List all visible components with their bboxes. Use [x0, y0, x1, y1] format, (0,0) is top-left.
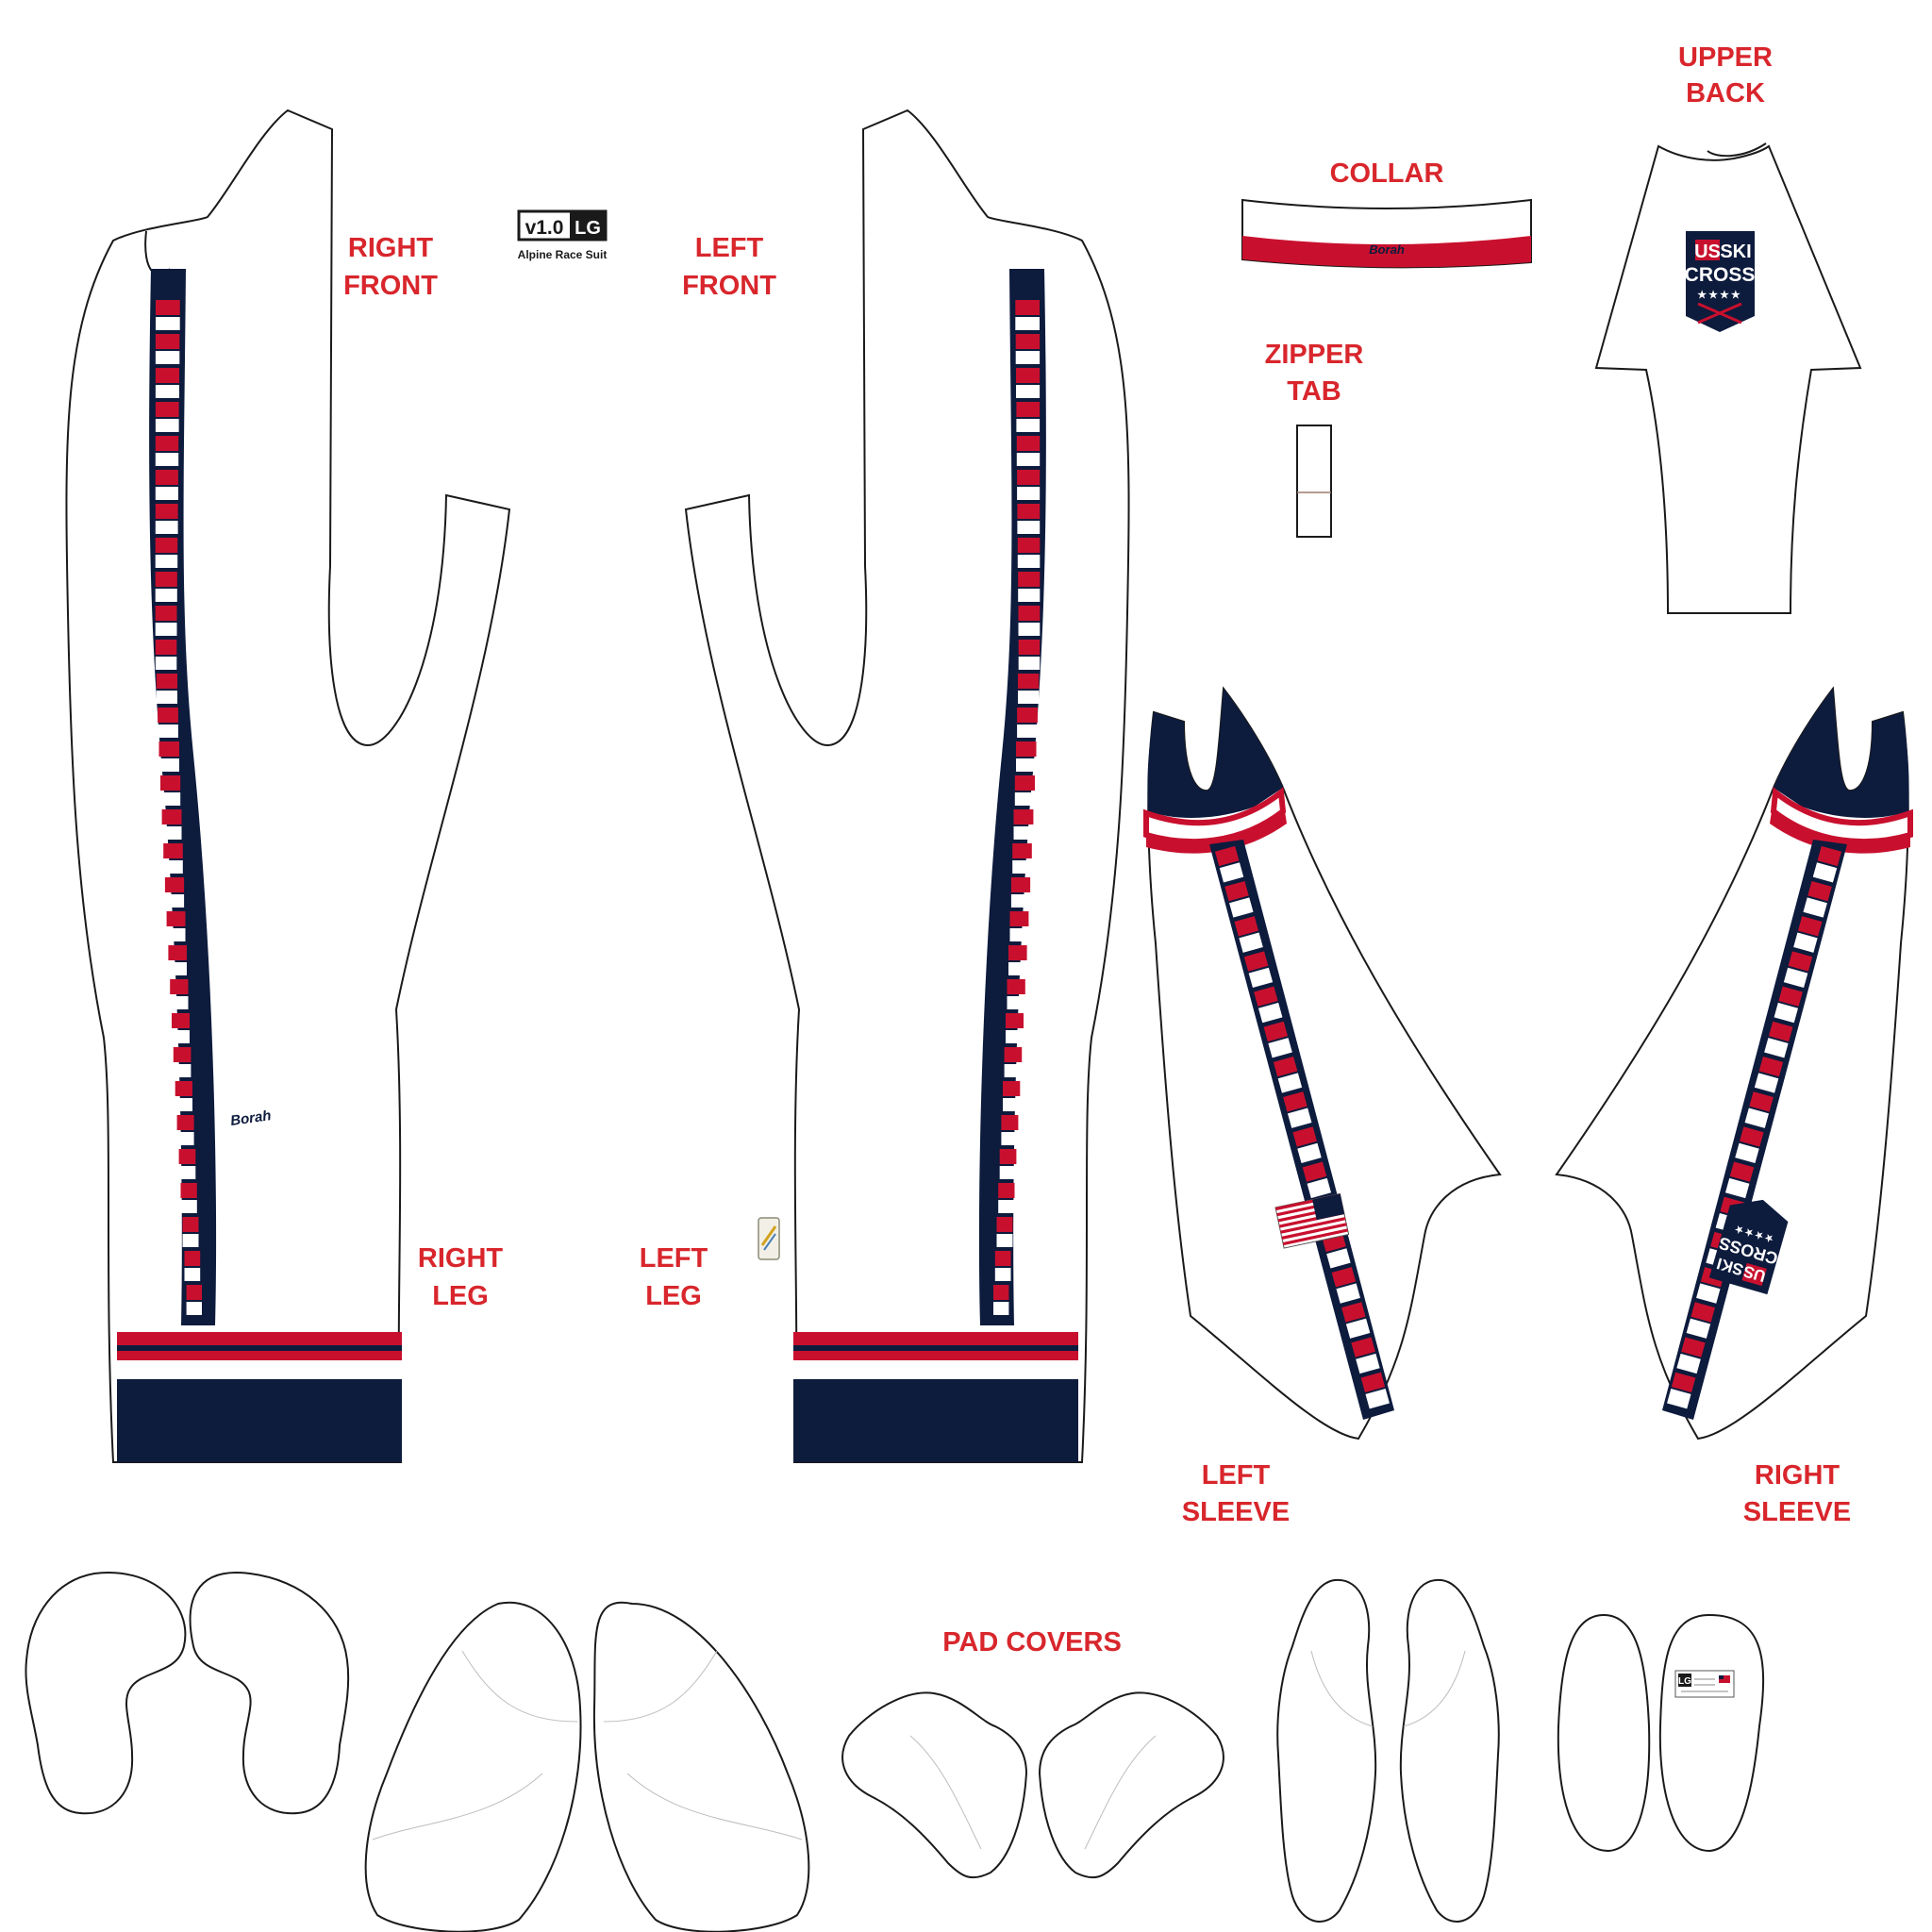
size-label-text: LG: [1678, 1676, 1691, 1687]
left-sleeve-label-1: LEFT: [1202, 1460, 1271, 1491]
right-leg-navy-cuff: [117, 1379, 402, 1462]
version-tag: v1.0 LG Alpine Race Suit: [517, 209, 608, 261]
right-leg-label-1: RIGHT: [418, 1243, 504, 1274]
svg-text:Borah: Borah: [229, 1108, 272, 1129]
logo-us: US: [1694, 242, 1721, 262]
pad-cover-kidney-right: [189, 1571, 350, 1815]
logo-stars: ★★★★: [1697, 290, 1741, 301]
left-leg-label-2: LEG: [645, 1281, 702, 1311]
zipper-tab-label-2: TAB: [1287, 376, 1341, 407]
pad-cover-triangle-right: [1038, 1691, 1224, 1879]
pad-cover-oval-left: [364, 1601, 582, 1932]
pad-covers-label: PAD COVERS: [942, 1627, 1122, 1657]
zipper-tab-label-1: ZIPPER: [1265, 340, 1364, 370]
left-front-label-2: FRONT: [682, 271, 776, 301]
left-front-checker: [993, 300, 1041, 1315]
zipper-tab-panel: [1296, 425, 1332, 538]
pad-cover-triangle-left: [841, 1691, 1028, 1879]
right-front-label-2: FRONT: [343, 271, 438, 301]
right-sleeve-label-2: SLEEVE: [1743, 1497, 1851, 1527]
pad-cover-long-left: [1276, 1578, 1377, 1923]
borah-logo-icon: Borah: [229, 1108, 272, 1129]
left-sleeve-label-2: SLEEVE: [1182, 1497, 1290, 1527]
size-label-tag: LG: [1674, 1670, 1735, 1698]
pad-cover-small-oval-right: LG: [1658, 1613, 1765, 1853]
upper-back-panel: US SKI CROSS ★★★★: [1594, 142, 1862, 614]
right-sleeve-panel: US SKI CROSS ★★★★: [1555, 686, 1913, 1441]
right-front-checker: [155, 300, 202, 1315]
right-leg-label-2: LEG: [432, 1281, 489, 1311]
pad-cover-small-oval-left: [1557, 1613, 1651, 1853]
left-front-panel: [684, 108, 1130, 1463]
right-sleeve-team-logo: US SKI CROSS ★★★★: [1708, 1199, 1789, 1295]
collar-borah-logo: Borah: [1369, 242, 1405, 257]
us-ski-cross-logo: US SKI CROSS ★★★★: [1685, 231, 1756, 332]
upper-back-label-2: BACK: [1686, 78, 1765, 108]
right-front-panel: Borah: [65, 108, 511, 1463]
left-front-label-1: LEFT: [695, 233, 764, 263]
logo-ski: SKI: [1720, 242, 1751, 262]
version-product: Alpine Race Suit: [518, 248, 608, 261]
right-leg-red-band: [117, 1332, 402, 1345]
pad-cover-oval-right: [592, 1601, 810, 1932]
us-flag-icon: [1274, 1192, 1350, 1249]
upper-back-label-1: UPPER: [1678, 42, 1773, 73]
version-number: v1.0: [525, 217, 564, 239]
collar-label: COLLAR: [1330, 158, 1444, 189]
left-sleeve-panel: [1143, 686, 1502, 1441]
right-front-label-1: RIGHT: [348, 233, 434, 263]
pad-cover-kidney-left: [25, 1571, 187, 1815]
fis-label-icon: [758, 1217, 780, 1260]
left-leg-label-1: LEFT: [640, 1243, 708, 1274]
version-size: LG: [575, 218, 601, 239]
logo-cross: CROSS: [1685, 264, 1756, 286]
collar-panel: Borah: [1241, 198, 1532, 269]
pad-cover-long-right: [1399, 1578, 1500, 1923]
right-sleeve-label-1: RIGHT: [1755, 1460, 1840, 1491]
left-leg-navy-cuff: [793, 1379, 1078, 1462]
